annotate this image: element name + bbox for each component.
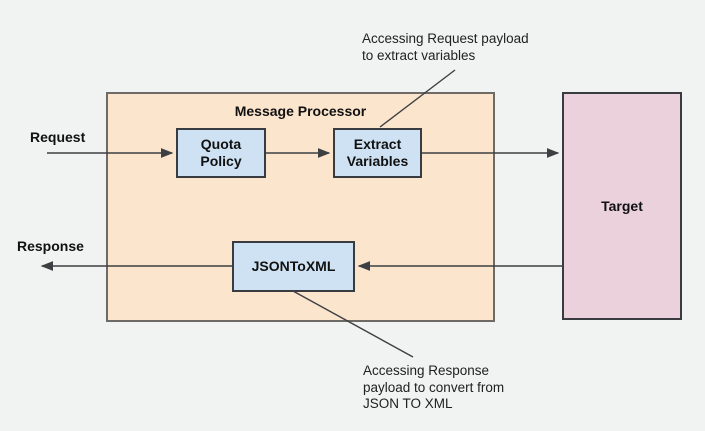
bottom-annotation-line1: Accessing Response (363, 363, 490, 378)
quota-policy-label-line2: Policy (200, 153, 242, 169)
top-annotation: Accessing Request payload to extract var… (362, 31, 529, 64)
message-processor-title: Message Processor (234, 103, 367, 119)
extract-variables-label-line2: Variables (346, 153, 409, 169)
target-label: Target (601, 198, 643, 214)
extract-variables-node: Extract Variables (333, 128, 422, 178)
target-box: Target (562, 92, 682, 320)
bottom-annotation: Accessing Response payload to convert fr… (363, 363, 504, 413)
bottom-annotation-line2: payload to convert from (363, 379, 505, 395)
quota-policy-label-line1: Quota (200, 136, 242, 152)
extract-variables-label-line1: Extract (353, 136, 402, 152)
json-to-xml-label: JSONToXML (251, 258, 336, 274)
bottom-annotation-line3: JSON TO XML (363, 396, 453, 411)
top-annotation-line1: Accessing Request payload (362, 31, 529, 46)
quota-policy-node: Quota Policy (176, 128, 266, 178)
request-label: Request (30, 129, 86, 145)
json-to-xml-node: JSONToXML (232, 241, 355, 292)
response-label: Response (17, 238, 84, 254)
top-annotation-line2: to extract variables (362, 47, 476, 63)
